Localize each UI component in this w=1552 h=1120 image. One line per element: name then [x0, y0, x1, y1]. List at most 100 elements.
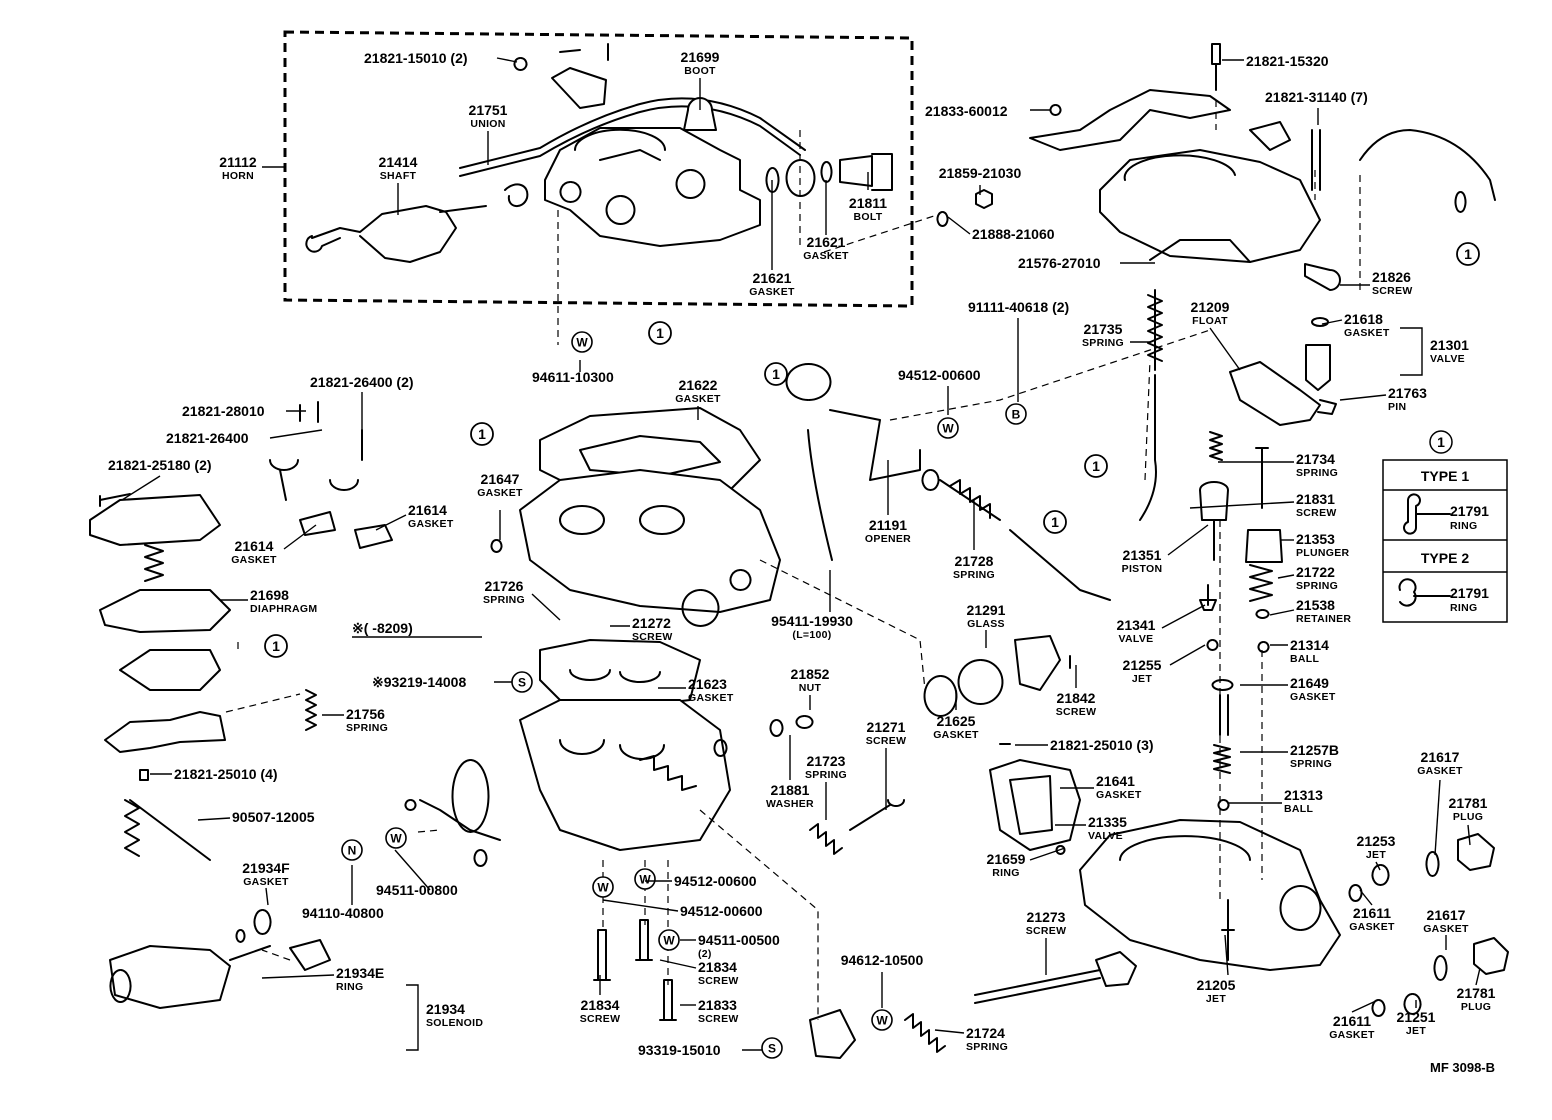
part-label: 21821-25180 (2)	[108, 457, 212, 501]
type-1-part-number: 21791	[1450, 503, 1489, 519]
part-name: SPRING	[1082, 337, 1124, 349]
hardware-symbol-text: B	[1012, 408, 1021, 422]
leader-line	[1375, 861, 1381, 871]
ring-type-1-icon	[1403, 493, 1451, 535]
part-name: SPRING	[805, 769, 847, 781]
part-number: 21622	[679, 377, 718, 393]
part-name: RING	[992, 867, 1019, 879]
part-name: GASKET	[749, 286, 795, 298]
reference-circle-ring	[1043, 510, 1067, 534]
reference-circle-ring	[264, 634, 288, 658]
part-number: 21614	[408, 502, 447, 518]
part-label: 21888-21060	[947, 216, 1055, 242]
reference-circle: 1	[470, 422, 494, 446]
part-number: 94512-00600	[680, 903, 763, 919]
part-number: 21821-25010 (3)	[1050, 737, 1154, 753]
hardware-symbol: B	[1005, 403, 1027, 425]
hardware-symbol-ring	[1005, 403, 1027, 425]
part-number: 95411-19930	[771, 613, 853, 629]
part-name: GASKET	[231, 554, 277, 566]
part-number: 21821-26400	[166, 430, 249, 446]
part-label: ※93219-14008	[372, 674, 512, 690]
part-name: GASKET	[1349, 921, 1395, 933]
leader-line	[1167, 524, 1209, 556]
part-number: 21833-60012	[925, 103, 1008, 119]
reference-circle: 1	[1084, 454, 1108, 478]
hardware-symbol-text: N	[348, 844, 357, 858]
reference-circle-ring	[470, 422, 494, 446]
part-number: 21257B	[1290, 742, 1339, 758]
part-label: 94512-00600	[602, 899, 763, 919]
hardware-symbol-ring	[341, 839, 363, 861]
leader-line	[1400, 327, 1423, 376]
part-number: 21842	[1057, 690, 1096, 706]
part-label: 94512-00600	[898, 367, 981, 415]
part-label: 94511-00500(2)	[680, 932, 780, 960]
part-number: 21209	[1191, 299, 1230, 315]
part-label: 91111-40618 (2)	[968, 299, 1069, 402]
reference-circle-text: 1	[656, 325, 664, 341]
part-number: 21618	[1344, 311, 1383, 327]
part-name: OPENER	[865, 533, 911, 545]
part-number: 21734	[1296, 451, 1335, 467]
hardware-symbol: W	[634, 868, 656, 890]
hardware-symbol-text: S	[768, 1042, 776, 1056]
leader-line	[1434, 779, 1441, 856]
part-name: GASKET	[1344, 327, 1390, 339]
leader-line	[602, 899, 679, 912]
part-number: 21821-25010 (4)	[174, 766, 278, 782]
hardware-symbol-ring	[634, 868, 656, 890]
hardware-symbol: W	[592, 876, 614, 898]
part-label: 94511-00800	[376, 849, 458, 898]
part-number: 21934	[426, 1001, 465, 1017]
part-name: VALVE	[1430, 353, 1465, 365]
hardware-symbol-ring	[658, 929, 680, 951]
leader-line	[947, 216, 971, 235]
part-number: 21625	[937, 713, 976, 729]
horn-group-outline	[283, 30, 914, 308]
part-name: RETAINER	[1296, 613, 1351, 625]
reference-circle: 1	[1456, 242, 1480, 266]
alignment-lines	[225, 100, 1361, 1020]
part-label: 21821-25010 (3)	[1015, 737, 1154, 753]
part-label: 95411-19930(L=100)	[771, 570, 853, 641]
hardware-symbol: W	[385, 827, 407, 849]
part-number: 21576-27010	[1018, 255, 1101, 271]
part-number: 21934F	[242, 860, 290, 876]
part-number: 21313	[1284, 787, 1323, 803]
leader-line	[1351, 999, 1379, 1013]
part-number: 21271	[867, 719, 906, 735]
part-number: 94611-10300	[532, 369, 614, 385]
part-label: 21576-27010	[1018, 255, 1155, 271]
part-number: 21335	[1088, 814, 1127, 830]
part-name: RING	[336, 981, 363, 993]
part-name: SCREW	[632, 631, 673, 643]
part-name: SCREW	[1296, 507, 1337, 519]
hardware-symbol-text: S	[518, 676, 526, 690]
part-name: SPRING	[966, 1041, 1008, 1053]
part-number: 90507-12005	[232, 809, 315, 825]
hardware-symbol: W	[871, 1009, 893, 1031]
part-number: 21726	[485, 578, 524, 594]
type-2-label: TYPE 2	[1421, 550, 1469, 566]
part-name: NUT	[799, 682, 822, 694]
part-number: 21781	[1449, 795, 1488, 811]
serial-note: ※( -8209)	[352, 620, 413, 636]
part-name: GASKET	[1290, 691, 1336, 703]
part-label-group: 21821-15010 (2)21699BOOT21751UNION21112H…	[108, 49, 1496, 1058]
